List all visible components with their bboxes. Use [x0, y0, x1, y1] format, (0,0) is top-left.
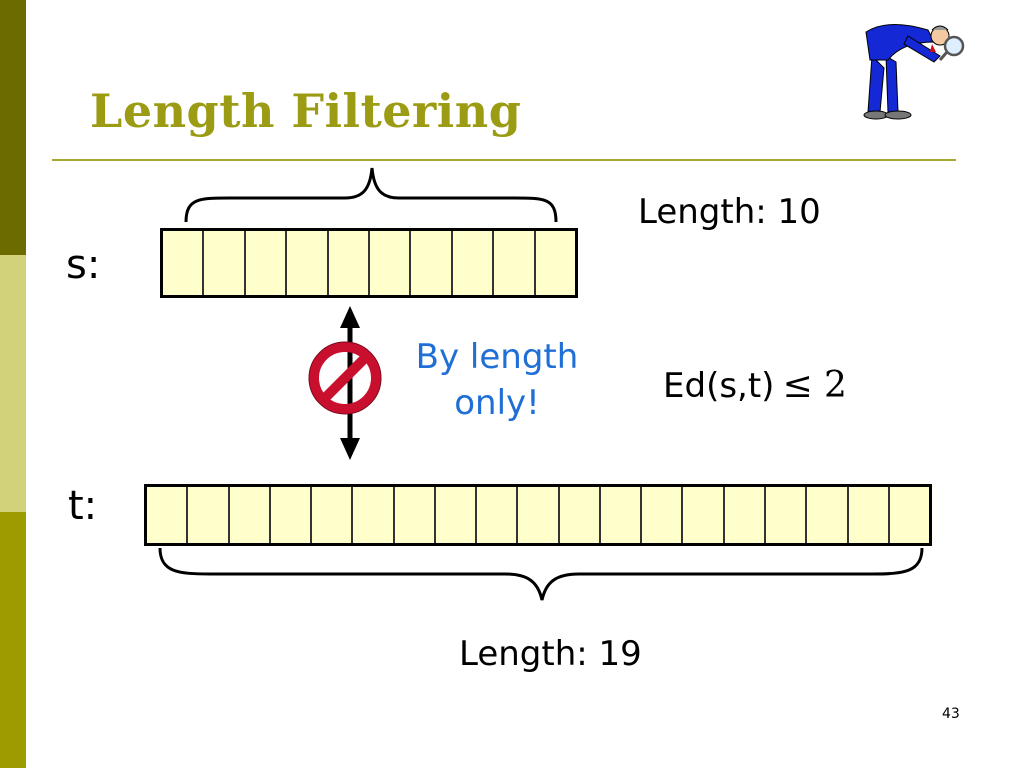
string-t-cell [807, 487, 849, 543]
title-underline [52, 159, 956, 161]
brace-top-s [184, 167, 558, 223]
string-t-cell [271, 487, 313, 543]
string-t-cell [477, 487, 519, 543]
string-s-cell [204, 231, 246, 295]
string-t-cell [560, 487, 601, 543]
string-t-cell [353, 487, 395, 543]
string-s-label: s: [66, 242, 101, 288]
string-s-cell [246, 231, 288, 295]
string-t-cell [642, 487, 684, 543]
brace-bottom-t [158, 547, 924, 601]
string-s-cell [287, 231, 329, 295]
length-s-label: Length: 10 [638, 192, 821, 232]
string-s-cells [160, 228, 578, 298]
by-length-note: By length only! [392, 334, 602, 426]
string-t-cell [312, 487, 354, 543]
note-line-2: only! [454, 383, 540, 423]
sidebar-band-olive [0, 512, 26, 768]
note-line-1: By length [415, 337, 579, 377]
string-t-cell [890, 487, 929, 543]
string-s-cell [494, 231, 536, 295]
edit-distance-label: Ed(s,t) [663, 366, 775, 406]
sidebar-decoration [0, 0, 26, 768]
string-t-cell [188, 487, 230, 543]
string-t-cell [766, 487, 808, 543]
string-t-label: t: [68, 483, 98, 529]
string-s-cell [411, 231, 453, 295]
length-t-label: Length: 19 [459, 634, 642, 674]
string-s-cell [163, 231, 205, 295]
string-t-cell [849, 487, 890, 543]
sidebar-band-dark [0, 0, 26, 255]
detective-clipart [863, 23, 965, 120]
prohibit-icon [308, 341, 382, 415]
slide-title: Length Filtering [90, 84, 522, 138]
edit-distance-expression: Ed(s,t)≤ 2 [663, 365, 847, 406]
string-s-cell [453, 231, 495, 295]
sidebar-band-light [0, 255, 26, 512]
string-t-cell [725, 487, 766, 543]
edit-distance-bound: ≤ 2 [782, 365, 847, 406]
page-number: 43 [942, 706, 960, 722]
string-t-cell [230, 487, 271, 543]
string-s-cell [370, 231, 412, 295]
string-t-cell [601, 487, 643, 543]
string-s-cell [329, 231, 371, 295]
string-t-cell [395, 487, 436, 543]
string-s-cell [536, 231, 575, 295]
string-t-cell [683, 487, 725, 543]
string-t-cell [147, 487, 189, 543]
string-t-cell [518, 487, 560, 543]
string-t-cells [144, 484, 932, 546]
string-t-cell [436, 487, 478, 543]
